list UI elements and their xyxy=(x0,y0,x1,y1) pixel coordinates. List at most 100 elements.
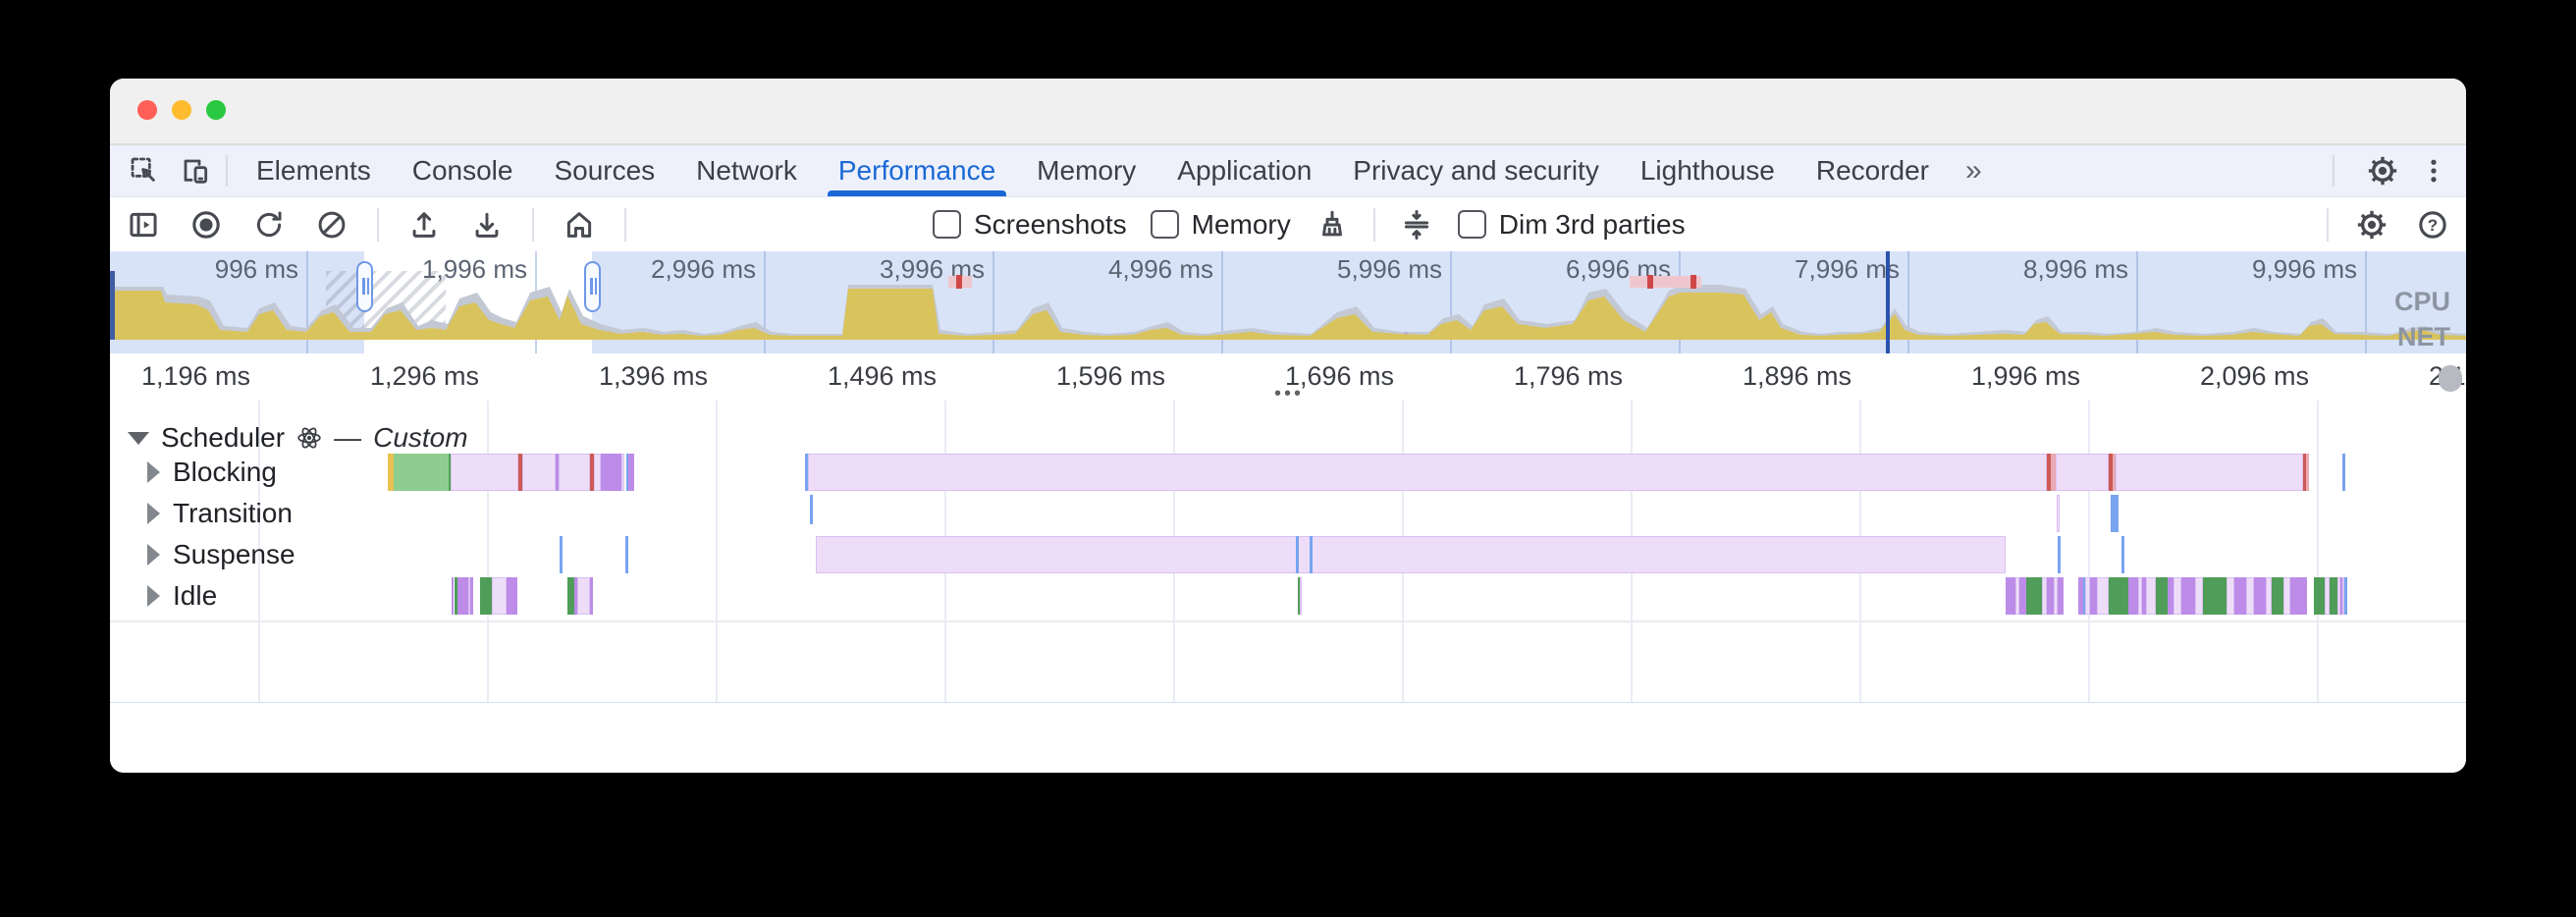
more-options-menu-icon[interactable] xyxy=(2417,154,2450,188)
flame-bar[interactable] xyxy=(816,536,2006,573)
device-toolbar-icon[interactable] xyxy=(179,154,212,188)
flame-bar[interactable] xyxy=(2109,577,2128,615)
flame-bar[interactable] xyxy=(455,577,457,615)
tab-console[interactable]: Console xyxy=(411,155,513,186)
memory-checkbox[interactable]: Memory xyxy=(1150,209,1291,241)
flame-bar[interactable] xyxy=(1298,577,1300,615)
flame-bar[interactable] xyxy=(518,454,522,491)
flame-bar[interactable] xyxy=(2142,577,2146,615)
track-row-suspense[interactable]: Suspense xyxy=(147,535,295,574)
dim-3rd-parties-checkbox[interactable]: Dim 3rd parties xyxy=(1457,209,1686,241)
flame-bar[interactable] xyxy=(2330,577,2337,615)
flame-bar[interactable] xyxy=(2325,577,2330,615)
flame-bar[interactable] xyxy=(2058,536,2061,573)
flame-bar[interactable] xyxy=(1296,536,1299,573)
track-header-scheduler[interactable]: Scheduler — Custom xyxy=(128,422,468,454)
flame-bar[interactable] xyxy=(470,577,473,615)
flame-bar[interactable] xyxy=(457,577,468,615)
panel-resize-dots[interactable]: ••• xyxy=(1274,383,1305,402)
flame-bar[interactable] xyxy=(1300,577,1302,615)
expand-triangle-icon[interactable] xyxy=(147,503,160,524)
record-button-icon[interactable] xyxy=(188,207,224,243)
flame-bar[interactable] xyxy=(2266,577,2272,615)
settings-gear-icon[interactable] xyxy=(2366,154,2399,188)
flame-bar[interactable] xyxy=(2051,454,2056,491)
flame-bar[interactable] xyxy=(2078,577,2083,615)
flame-bar[interactable] xyxy=(2054,577,2058,615)
flame-bar[interactable] xyxy=(522,454,556,491)
flame-bar[interactable] xyxy=(2246,577,2254,615)
flame-bar[interactable] xyxy=(577,577,590,615)
flame-bar[interactable] xyxy=(626,454,628,491)
flame-bar[interactable] xyxy=(2026,577,2042,615)
flame-bar[interactable] xyxy=(2342,454,2345,491)
flame-bar[interactable] xyxy=(2121,536,2124,573)
minimize-window-button[interactable] xyxy=(172,100,191,120)
flame-bar[interactable] xyxy=(574,577,577,615)
flame-bar[interactable] xyxy=(601,454,621,491)
record-and-reload-icon[interactable] xyxy=(251,207,287,243)
shrink-flame-chart-icon[interactable] xyxy=(1399,207,1434,243)
flame-bar[interactable] xyxy=(451,454,518,491)
flame-bar[interactable] xyxy=(628,454,634,491)
flame-bar[interactable] xyxy=(2306,454,2309,491)
flame-bar[interactable] xyxy=(2254,577,2266,615)
flame-bar[interactable] xyxy=(2290,577,2307,615)
home-live-metrics-icon[interactable] xyxy=(562,207,597,243)
checkbox-box[interactable] xyxy=(1457,210,1486,239)
flame-bar[interactable] xyxy=(621,454,624,491)
details-pane-divider[interactable] xyxy=(110,702,2466,703)
flame-bar[interactable] xyxy=(2195,577,2203,615)
flame-bar[interactable] xyxy=(2128,577,2138,615)
flame-bar[interactable] xyxy=(2337,577,2340,615)
checkbox-box[interactable] xyxy=(933,210,961,239)
selection-right-handle[interactable] xyxy=(584,261,601,312)
checkbox-box[interactable] xyxy=(1150,210,1179,239)
flame-bar[interactable] xyxy=(2042,577,2047,615)
flame-bar[interactable] xyxy=(2083,577,2085,615)
flame-bar[interactable] xyxy=(2340,577,2342,615)
flame-bar[interactable] xyxy=(2113,454,2116,491)
flame-bar[interactable] xyxy=(560,536,563,573)
flame-bar[interactable] xyxy=(2181,577,2195,615)
inspect-element-icon[interactable] xyxy=(128,154,161,188)
overview-playhead[interactable] xyxy=(1886,251,1890,353)
tab-elements[interactable]: Elements xyxy=(256,155,371,186)
flame-bar[interactable] xyxy=(2283,577,2290,615)
flame-bar[interactable] xyxy=(2058,577,2064,615)
window-titlebar[interactable] xyxy=(110,79,2466,145)
tab-privacy-and-security[interactable]: Privacy and security xyxy=(1353,155,1599,186)
selection-left-handle[interactable] xyxy=(356,261,373,312)
flame-bar[interactable] xyxy=(2109,454,2113,491)
flame-bar[interactable] xyxy=(2047,577,2054,615)
tab-recorder[interactable]: Recorder xyxy=(1815,155,1930,186)
flame-bar[interactable] xyxy=(2015,577,2019,615)
expand-triangle-icon[interactable] xyxy=(147,461,160,483)
flame-bar[interactable] xyxy=(594,454,601,491)
flame-bar[interactable] xyxy=(808,454,2047,491)
track-row-transition[interactable]: Transition xyxy=(147,494,293,533)
flame-bar[interactable] xyxy=(2344,577,2347,615)
flame-bar[interactable] xyxy=(452,577,454,615)
flame-bar[interactable] xyxy=(810,495,813,524)
collapse-triangle-icon[interactable] xyxy=(128,431,149,445)
upload-profile-icon[interactable] xyxy=(406,207,442,243)
collect-garbage-icon[interactable] xyxy=(1315,207,1350,243)
flame-bar[interactable] xyxy=(2303,454,2306,491)
flame-bar[interactable] xyxy=(2019,577,2026,615)
expand-triangle-icon[interactable] xyxy=(147,585,160,607)
flame-bar[interactable] xyxy=(2272,577,2283,615)
flame-bar[interactable] xyxy=(507,577,517,615)
flame-bar[interactable] xyxy=(567,577,574,615)
flame-bar[interactable] xyxy=(559,454,590,491)
download-profile-icon[interactable] xyxy=(469,207,505,243)
vertical-scrollbar-thumb[interactable] xyxy=(2439,365,2462,392)
flame-bar[interactable] xyxy=(2342,577,2344,615)
expand-triangle-icon[interactable] xyxy=(147,544,160,566)
screenshots-checkbox[interactable]: Screenshots xyxy=(933,209,1127,241)
flame-bar[interactable] xyxy=(2111,495,2119,532)
flame-bar[interactable] xyxy=(590,454,594,491)
flame-bar[interactable] xyxy=(1310,536,1313,573)
